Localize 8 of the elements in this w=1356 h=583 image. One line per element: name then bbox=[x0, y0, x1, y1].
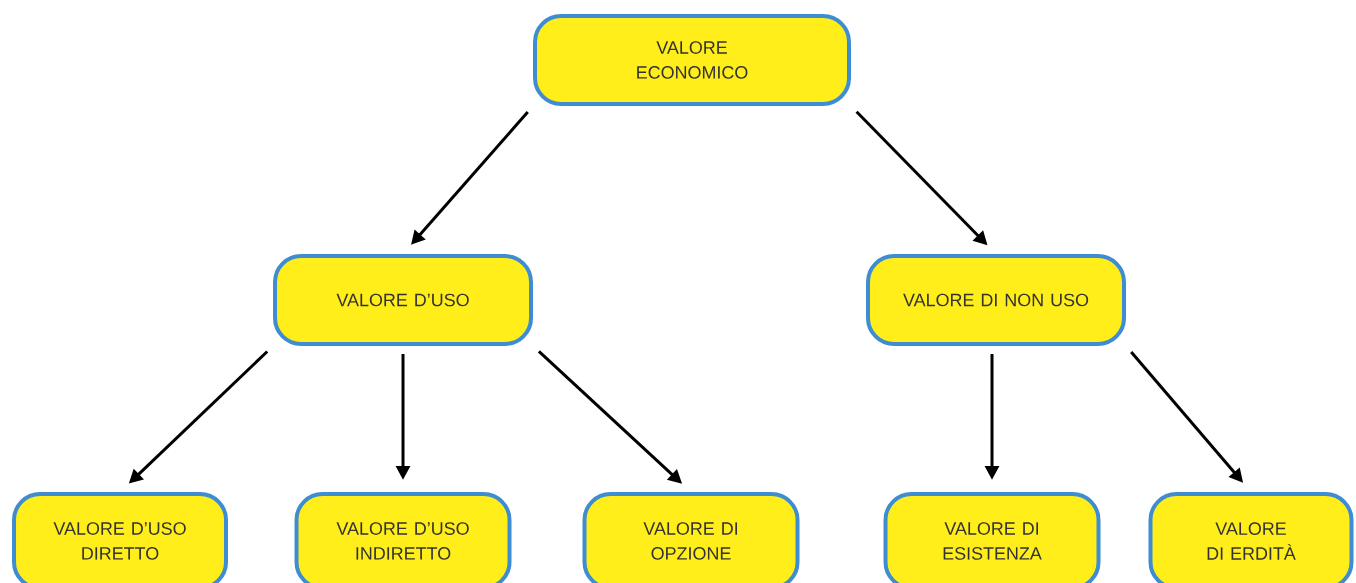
rounded-box: VALORE ECONOMICO bbox=[533, 14, 851, 106]
rounded-box: VALORE D’USO bbox=[273, 254, 533, 346]
rounded-box: VALORE DI ESISTENZA bbox=[883, 492, 1101, 583]
rounded-box: VALORE D’USO INDIRETTO bbox=[294, 492, 512, 583]
rounded-box: VALORE DI ERDITÀ bbox=[1148, 492, 1354, 583]
rounded-box: VALORE DI OPZIONE bbox=[582, 492, 800, 583]
rounded-box: VALORE DI NON USO bbox=[866, 254, 1126, 346]
rounded-box: VALORE D’USO DIRETTO bbox=[12, 492, 228, 583]
